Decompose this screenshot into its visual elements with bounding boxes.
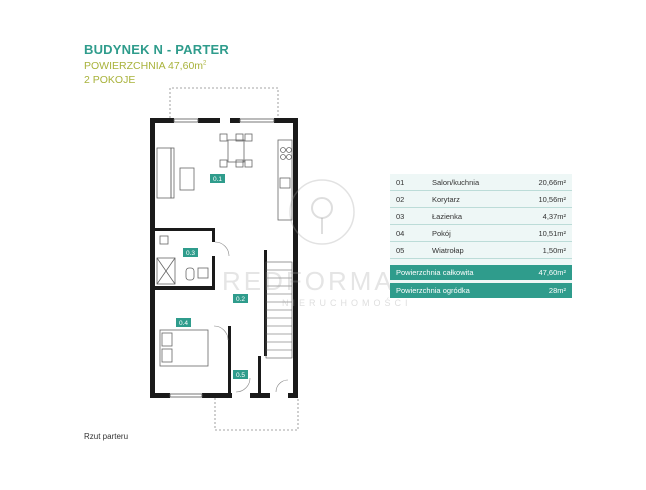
room-label-0-2: 0.2: [236, 296, 245, 303]
room-name: Salon/kuchnia: [432, 177, 480, 187]
room-area: 10,56m²: [538, 194, 566, 204]
building-title: BUDYNEK N - PARTER: [84, 42, 229, 57]
kitchen-counter: [277, 139, 293, 221]
room-label-0-3: 0.3: [186, 250, 195, 257]
garden-area-row: Powierzchnia ogródka 28m²: [390, 283, 572, 298]
room-name: Łazienka: [432, 211, 463, 221]
terrace-outline: [169, 87, 279, 118]
table-row: 03 Łazienka 4,37m²: [390, 208, 572, 225]
room-number: 03: [396, 211, 405, 221]
room-area: 4,37m²: [542, 211, 566, 221]
total-area-heading: POWIERZCHNIA 47,60m2: [84, 60, 229, 72]
room-number: 04: [396, 228, 405, 238]
plan-caption: Rzut parteru: [84, 432, 129, 441]
garden-label: Powierzchnia ogródka: [396, 286, 470, 295]
room-number: 01: [396, 177, 405, 187]
room-label-0-5: 0.5: [236, 372, 245, 379]
staircase: [265, 261, 293, 359]
total-area-row: Powierzchnia całkowita 47,60m²: [390, 265, 572, 280]
bed: [159, 329, 209, 367]
table-row: 02 Korytarz 10,56m²: [390, 191, 572, 208]
rooms-table: 01 Salon/kuchnia 20,66m² 02 Korytarz 10,…: [390, 174, 572, 298]
entrance-outline: [214, 398, 299, 431]
total-area-text: POWIERZCHNIA 47,60m: [84, 60, 204, 72]
watermark-subtext: NIERUCHOMOŚCI: [282, 298, 412, 308]
room-name: Wiatrołap: [432, 245, 464, 255]
garden-value: 28m²: [548, 286, 566, 295]
room-label-bg-2: [233, 294, 248, 303]
room-label-bg-4: [176, 318, 191, 327]
windows: [169, 118, 275, 398]
dining-set: [219, 133, 253, 168]
room-name: Pokój: [432, 228, 451, 238]
table-row: 05 Wiatrołap 1,50m²: [390, 242, 572, 259]
rooms-count: 2 POKOJE: [84, 74, 136, 86]
table-row: 01 Salon/kuchnia 20,66m²: [390, 174, 572, 191]
room-area: 20,66m²: [538, 177, 566, 187]
bathroom-fixtures: [156, 235, 209, 285]
room-label-0-1: 0.1: [213, 176, 222, 183]
table-row: 04 Pokój 10,51m²: [390, 225, 572, 242]
sofa: [156, 147, 195, 199]
area-unit-sup: 2: [203, 60, 207, 67]
door-swings: [213, 241, 289, 393]
total-value: 47,60m²: [538, 268, 566, 277]
room-label-bg-1: [210, 174, 225, 183]
inner-walls: [155, 228, 267, 396]
room-label-0-4: 0.4: [179, 320, 188, 327]
room-name: Korytarz: [432, 194, 460, 204]
room-area: 10,51m²: [538, 228, 566, 238]
room-label-bg-3: [183, 248, 198, 257]
room-labels: 0.1 0.2 0.3 0.4 0.5: [176, 174, 248, 379]
room-area: 1,50m²: [542, 245, 566, 255]
total-label: Powierzchnia całkowita: [396, 268, 474, 277]
room-number: 02: [396, 194, 405, 204]
room-number: 05: [396, 245, 405, 255]
room-label-bg-5: [233, 370, 248, 379]
header: BUDYNEK N - PARTER POWIERZCHNIA 47,60m 2 …: [84, 42, 229, 86]
